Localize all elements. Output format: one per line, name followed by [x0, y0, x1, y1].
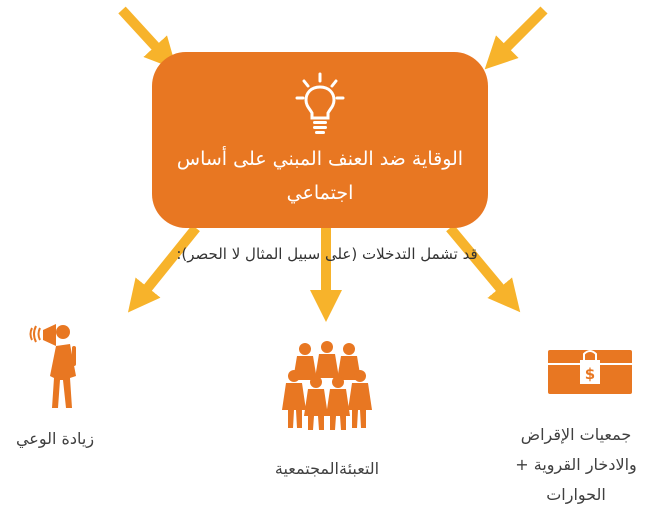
svg-text:$: $: [585, 365, 595, 383]
outgoing-arrow-right: [446, 224, 521, 313]
central-title: الوقاية ضد العنف المبني على أساس اجتماعي: [176, 148, 464, 204]
incoming-arrow-left: [118, 6, 177, 70]
incoming-arrow-right: [484, 6, 548, 70]
outcome-label-awareness: زيادة الوعي: [15, 429, 95, 448]
outcome-label-mobilization: التعبئةالمجتمعية: [274, 459, 380, 478]
lightbulb-icon: [295, 72, 345, 134]
interventions-caption: قد تشمل التدخلات (على سبيل المثال لا الح…: [176, 245, 478, 263]
megaphone-woman-icon: [29, 324, 76, 408]
outgoing-arrow-left: [127, 224, 200, 313]
savings-lockbox-icon: $: [548, 350, 632, 394]
community-group-icon: [282, 341, 372, 430]
outcome-label-vsla: جمعيات الإقراض والادخار القروية + الحوار…: [515, 425, 637, 504]
